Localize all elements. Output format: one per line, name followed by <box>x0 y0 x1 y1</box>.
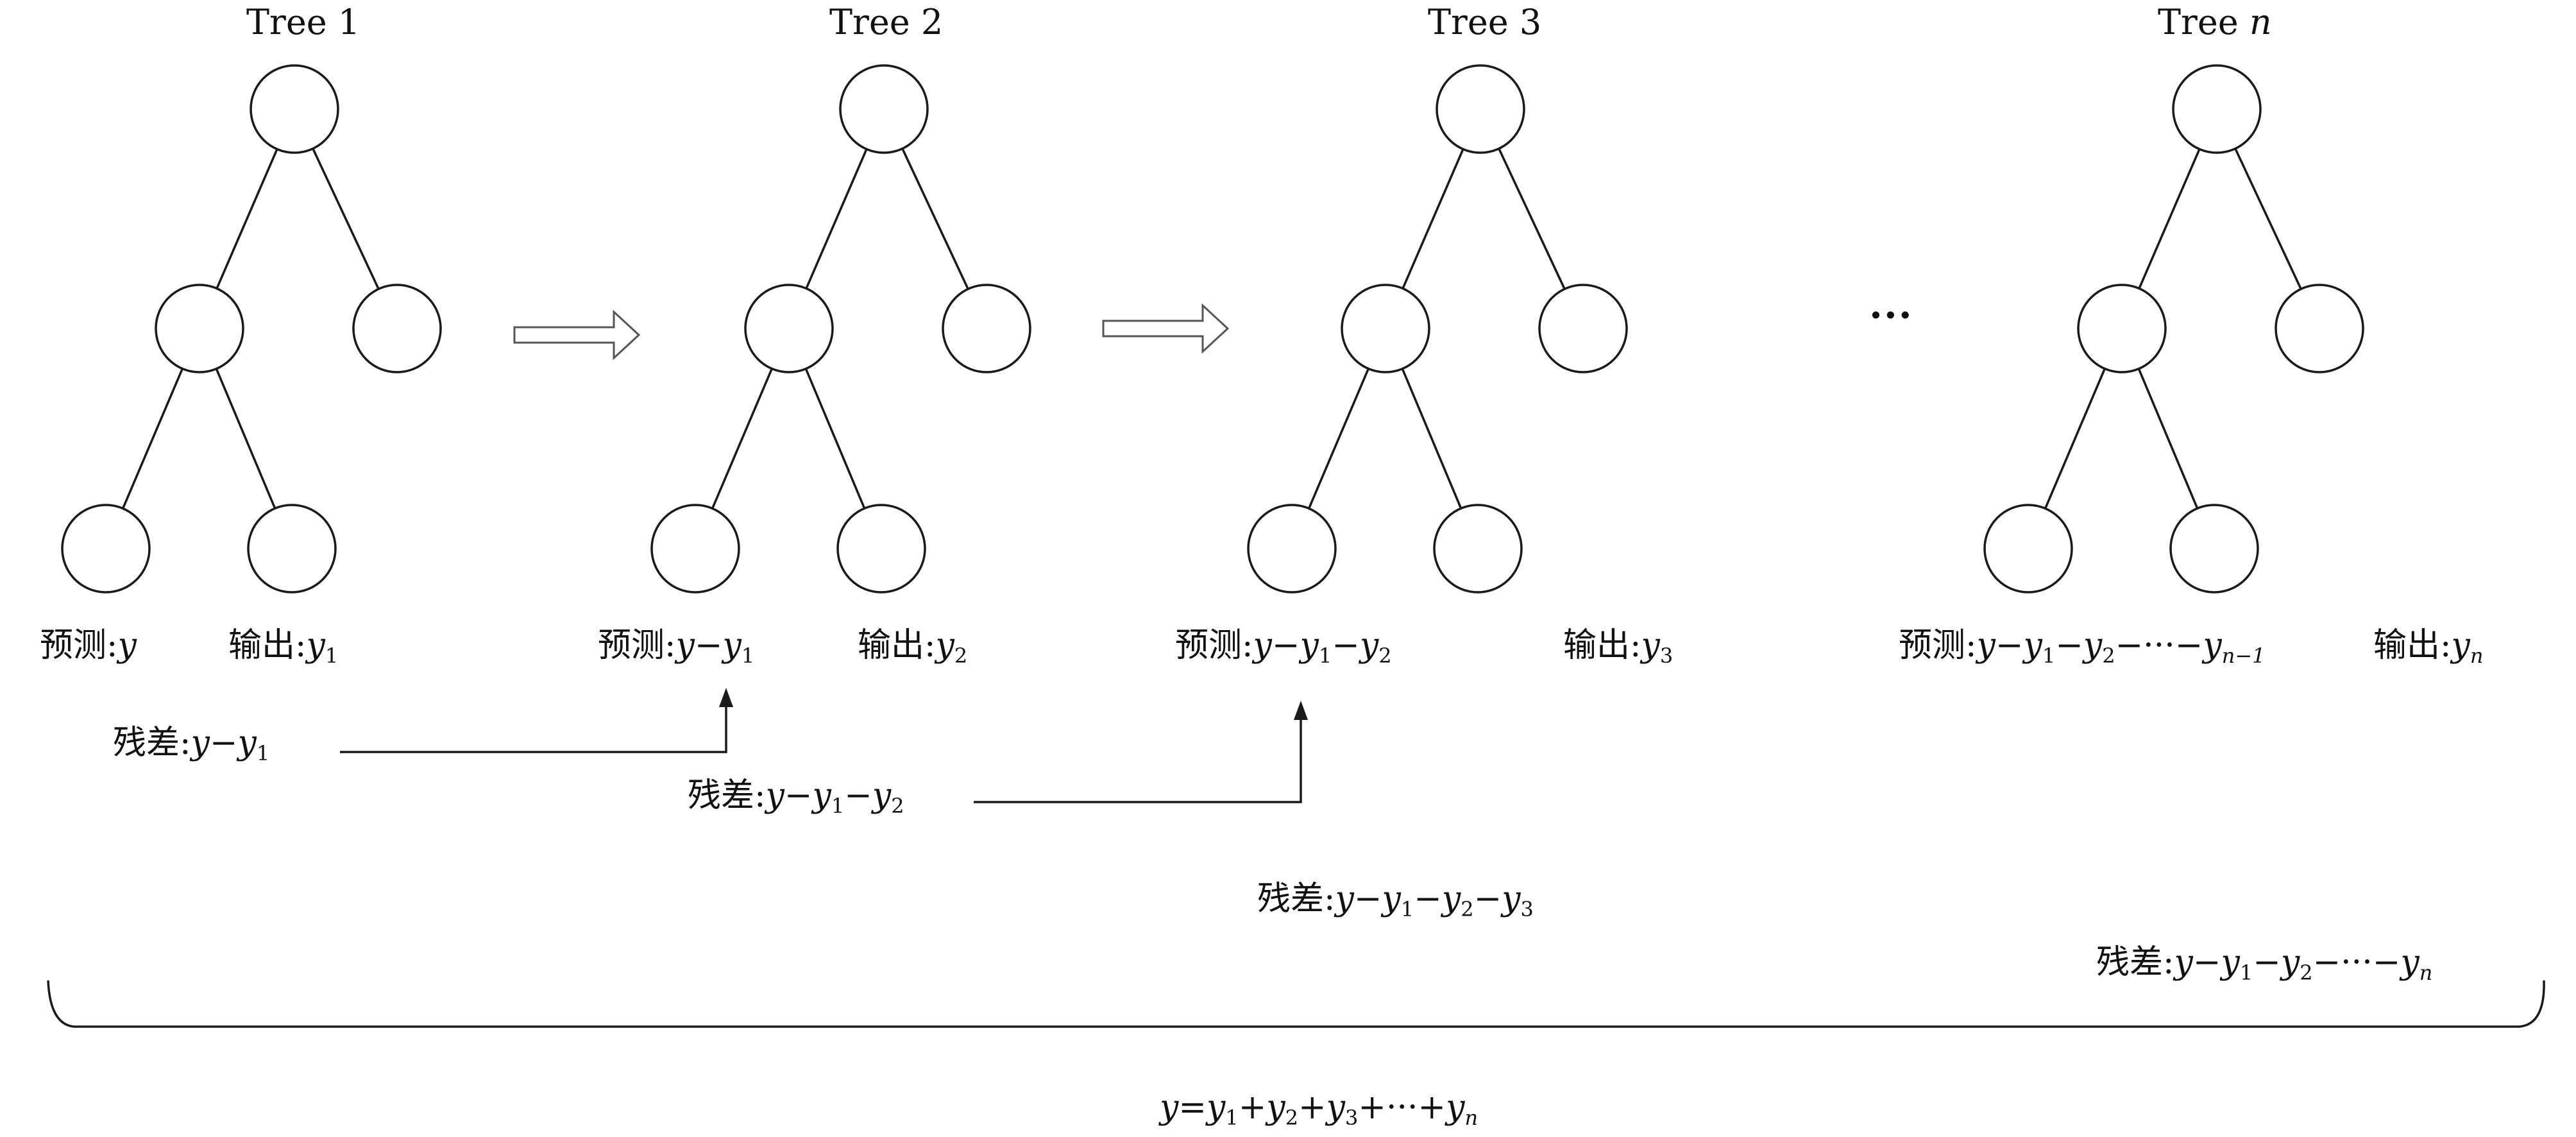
tree-2-output: 输出:y2 <box>858 626 968 668</box>
tree-2-prediction: 预测:y−y1 <box>598 626 755 668</box>
residual-2-arrow <box>974 719 1302 803</box>
tree-2-title: Tree 2 <box>829 2 944 42</box>
tree-3-title: Tree 3 <box>1428 2 1542 42</box>
transition-arrow-2 <box>1102 303 1230 354</box>
residual-2-arrow-head <box>1294 701 1308 720</box>
residual-1-arrow <box>340 706 727 753</box>
trees-ellipsis: ··· <box>1869 293 1913 338</box>
tree-4-leaf-node <box>2169 504 2259 594</box>
tree-1-node <box>155 284 244 373</box>
tree-1-output: 输出:y1 <box>228 626 339 668</box>
tree-3-output: 输出:y3 <box>1563 626 1674 668</box>
tree-n-title: Tree n <box>2158 2 2272 42</box>
tree-3-root-node <box>1436 64 1525 154</box>
tree-2-node <box>744 284 834 373</box>
residual-3: 残差:y−y1−y2−y3 <box>1257 880 1534 921</box>
tree-3-leaf-node <box>1247 504 1337 594</box>
arrows-layer <box>340 303 1308 803</box>
residual-1-arrow-head <box>719 688 733 707</box>
tree-2-leaf-node <box>836 504 926 594</box>
tree-1-leaf-node <box>247 504 337 594</box>
tree-4-root-node <box>2172 64 2262 154</box>
tree-4-leaf-node <box>1983 504 2073 594</box>
tree-2-leaf-node <box>650 504 740 594</box>
tree-3-node <box>1538 284 1628 373</box>
residual-2: 残差:y−y1−y2 <box>688 776 904 818</box>
tree-1-title: Tree 1 <box>246 2 360 42</box>
tree-n-prediction: 预测:y−y1−y2−···−yn−1 <box>1899 626 2266 668</box>
final-formula: y=y1+y2+y3+···+yn <box>1160 1088 1479 1130</box>
transition-arrow-1 <box>513 309 641 361</box>
trees-layer <box>61 64 2364 594</box>
tree-1-leaf-node <box>61 504 151 594</box>
summation-brace <box>47 980 2545 1028</box>
tree-3-node <box>1341 284 1430 373</box>
tree-3-prediction: 预测:y−y1−y2 <box>1175 626 1392 668</box>
tree-1-node <box>352 284 442 373</box>
tree-2-node <box>942 284 1031 373</box>
tree-4-node <box>2077 284 2167 373</box>
tree-n-output: 输出:yn <box>2373 626 2484 668</box>
residual-1: 残差:y−y1 <box>113 724 270 765</box>
tree-4-node <box>2275 284 2364 373</box>
residual-n: 残差:y−y1−y2−···−yn <box>2096 943 2433 985</box>
tree-1-prediction: 预测:y <box>40 626 137 665</box>
tree-1-root-node <box>250 64 339 154</box>
tree-2-root-node <box>839 64 929 154</box>
tree-3-leaf-node <box>1433 504 1523 594</box>
